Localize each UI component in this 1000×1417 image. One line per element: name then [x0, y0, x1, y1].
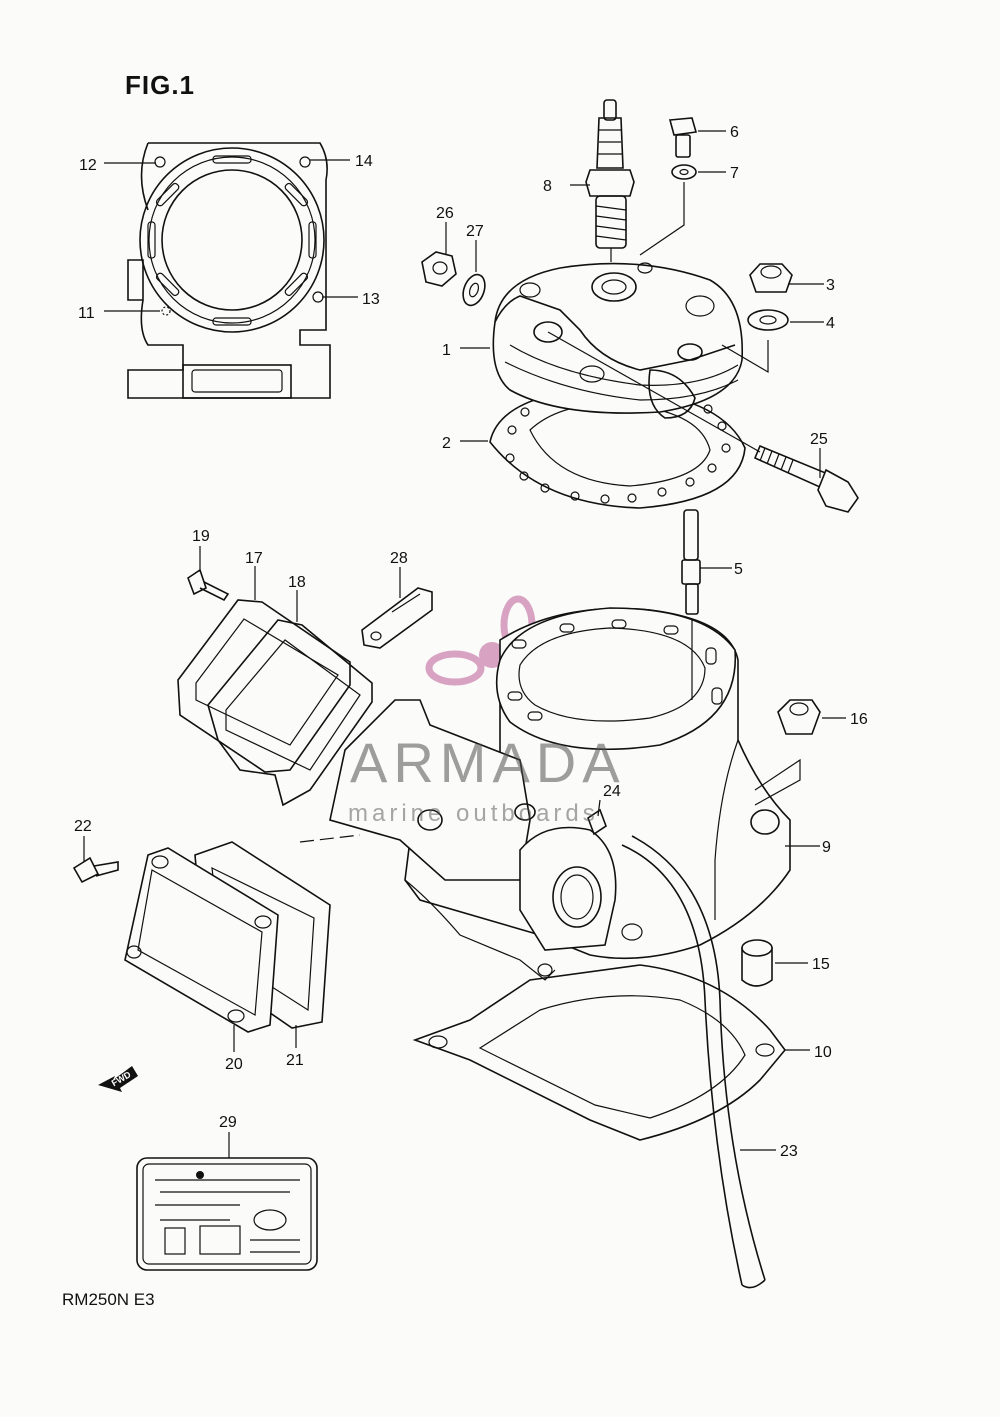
callout-25: 25 [810, 431, 828, 448]
small-bolt [668, 117, 698, 158]
callout-6: 6 [730, 124, 739, 141]
flange-nut-16 [777, 699, 821, 735]
callout-22: 22 [74, 818, 92, 835]
breather-hose [621, 844, 743, 1286]
cylinder-top-view [127, 142, 331, 399]
callout-17: 17 [245, 550, 263, 567]
bracket [361, 587, 433, 649]
spark-plug [585, 99, 635, 262]
dowel-pin [741, 939, 773, 987]
callout-8: 8 [543, 178, 552, 195]
intake-gaskets [177, 568, 433, 807]
figure-title: FIG.1 [125, 70, 196, 100]
base-gasket [412, 964, 787, 1141]
stud [683, 509, 699, 561]
watermark-name: ARMADA [350, 731, 626, 794]
callout-28: 28 [390, 550, 408, 567]
callout-12: 12 [79, 157, 97, 174]
callout-2: 2 [442, 435, 451, 452]
callout-24: 24 [603, 783, 621, 800]
callout-numbers: 1 2 3 4 5 6 7 8 9 10 11 12 13 14 15 16 1… [74, 124, 868, 1160]
callout-26: 26 [436, 205, 454, 222]
callout-23: 23 [780, 1143, 798, 1160]
callout-13: 13 [362, 291, 380, 308]
warning-label [136, 1157, 318, 1271]
exhaust-cover-group [72, 834, 361, 1033]
callout-11: 11 [78, 305, 95, 322]
watermark-subtitle: marine outboards [348, 800, 599, 827]
cylinder-body [329, 509, 821, 1289]
callout-9: 9 [822, 839, 831, 856]
nut [421, 251, 457, 287]
callout-10: 10 [814, 1044, 832, 1061]
leader-lines [83, 130, 846, 1158]
callout-29: 29 [219, 1114, 237, 1131]
callout-19: 19 [192, 528, 210, 545]
callout-18: 18 [288, 574, 306, 591]
callout-5: 5 [734, 561, 743, 578]
callout-3: 3 [826, 277, 835, 294]
callout-21: 21 [286, 1052, 304, 1069]
callout-16: 16 [850, 711, 868, 728]
callout-1: 1 [442, 342, 451, 359]
callout-4: 4 [826, 315, 835, 332]
model-code: RM250N E3 [62, 1290, 155, 1309]
callout-20: 20 [225, 1056, 243, 1073]
head-bolt [547, 331, 859, 513]
washer [671, 164, 697, 180]
callout-27: 27 [466, 223, 484, 240]
callout-14: 14 [355, 153, 373, 170]
callout-7: 7 [730, 165, 739, 182]
cylinder-head [492, 262, 744, 419]
callout-15: 15 [812, 956, 830, 973]
fwd-arrow-icon: FWD [98, 1066, 138, 1092]
cylinder-head-group [421, 99, 859, 513]
screw-22 [72, 856, 100, 884]
